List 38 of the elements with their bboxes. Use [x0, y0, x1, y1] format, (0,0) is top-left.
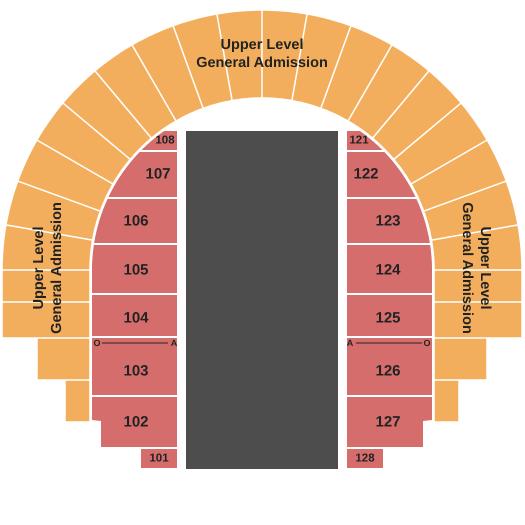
seating-section	[347, 245, 432, 293]
row-letter: A	[346, 338, 354, 348]
seating-section	[347, 338, 432, 395]
row-letter: A	[170, 338, 178, 348]
seating-section	[347, 152, 416, 197]
seating-section	[108, 152, 177, 197]
section-number: 123	[375, 212, 401, 230]
seating-section	[347, 449, 383, 468]
section-number: 101	[149, 452, 169, 466]
seating-section	[92, 397, 177, 447]
section-number: 107	[145, 165, 171, 183]
section-number: 121	[349, 134, 369, 148]
seating-section	[141, 131, 177, 150]
seating-section	[92, 245, 177, 293]
stage-floor	[186, 131, 338, 469]
seating-section	[347, 199, 430, 243]
area-label: Upper Level General Admission	[458, 201, 494, 336]
seating-section	[92, 295, 177, 336]
section-number: 124	[375, 261, 401, 279]
section-number: 104	[123, 309, 149, 327]
section-number: 128	[355, 452, 375, 466]
row-letter: O	[94, 338, 100, 348]
seating-section	[141, 449, 177, 468]
section-number: 126	[375, 362, 401, 380]
row-letter: O	[424, 338, 430, 348]
section-number: 127	[375, 413, 401, 431]
section-number: 103	[123, 362, 149, 380]
seating-section	[347, 295, 432, 336]
area-label: Upper Level General Admission	[30, 201, 66, 336]
seating-section	[94, 199, 177, 243]
section-number: 105	[123, 261, 149, 279]
seating-section	[347, 397, 432, 447]
seating-section	[92, 338, 177, 395]
section-number: 122	[353, 165, 379, 183]
section-number: 108	[155, 134, 175, 148]
section-number: 125	[375, 309, 401, 327]
section-number: 102	[123, 413, 149, 431]
section-number: 106	[123, 212, 149, 230]
